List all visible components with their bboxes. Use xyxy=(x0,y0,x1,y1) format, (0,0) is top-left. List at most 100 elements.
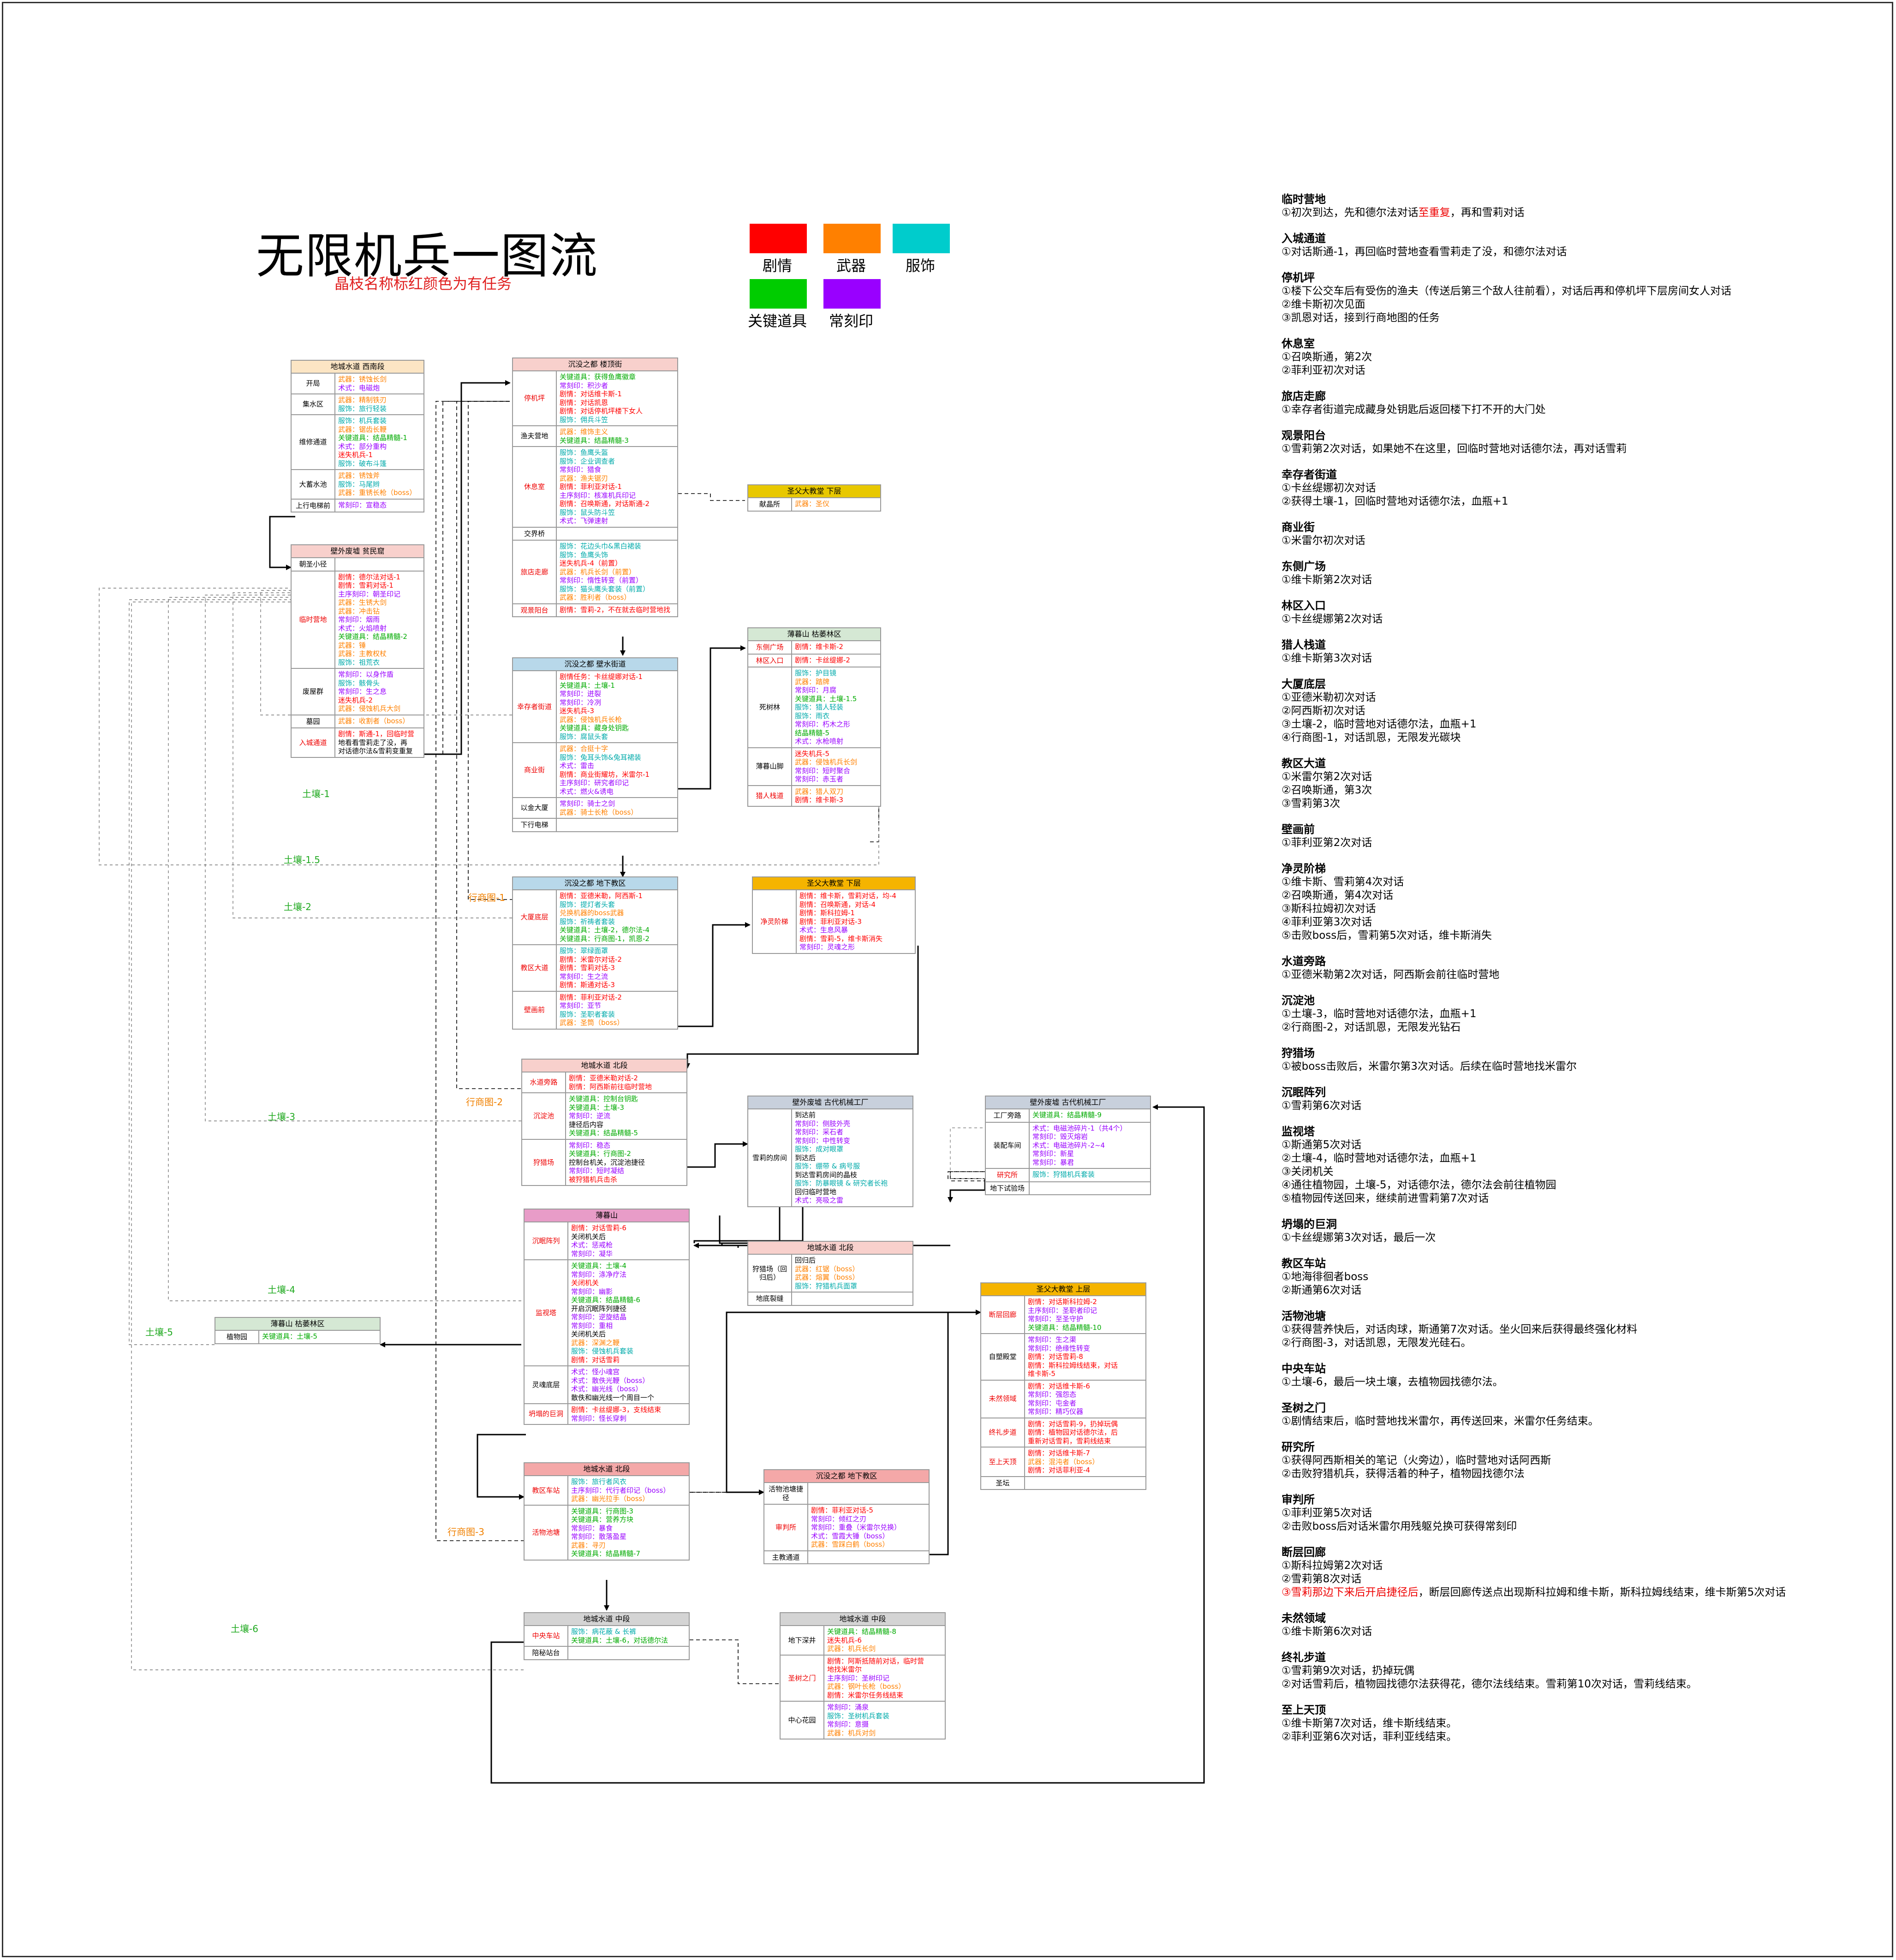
item-line: 常刻印：毁灭熔岩 xyxy=(1032,1132,1088,1141)
note-line: ②击败狩猎机兵，获得活着的种子，植物园找德尔法 xyxy=(1282,1467,1881,1481)
item-line: 服饰：绷带 & 病号服 xyxy=(795,1162,860,1170)
location-items: 武器：收割者（boss） xyxy=(335,715,423,728)
location-name: 朝圣小径 xyxy=(292,558,335,571)
item-line: 关键道具：结晶精髓-6 xyxy=(571,1296,640,1304)
note-line: ①获得营养快后，对话肉球，斯通第7次对话。坐火回来后获得最终强化材料 xyxy=(1282,1323,1881,1336)
item-line: 主序刻印：代行者印记（boss） xyxy=(571,1486,670,1495)
location-name: 未然领域 xyxy=(981,1380,1025,1418)
teleport-connector xyxy=(468,401,512,900)
item-line: 重新对话雪莉，雪莉线结束 xyxy=(1028,1436,1111,1445)
item-line: 常刻印：精巧仪器 xyxy=(1028,1407,1084,1416)
note-line: ①菲利亚第2次对话 xyxy=(1282,836,1881,850)
note-text: ①召唤斯通，第2次 xyxy=(1282,351,1372,363)
item-line: 关键道具：结晶精髓-10 xyxy=(1028,1323,1102,1332)
teleport-connector xyxy=(948,1171,987,1179)
note-line: ①楼下公交车后有受伤的渔夫（传送后第三个敌人往前看），对话后再和停机坪下层房间女… xyxy=(1282,285,1881,298)
location-name: 圣树之门 xyxy=(781,1655,824,1701)
location-row: 工厂旁路关键道具：结晶精髓-9 xyxy=(986,1109,1150,1123)
note-line: ②维卡斯初次见面 xyxy=(1282,298,1881,311)
item-line: 服饰：佣兵斗笠 xyxy=(560,415,608,424)
item-line: 关键道具：结晶精髓-7 xyxy=(571,1549,640,1558)
location-name: 净灵阶梯 xyxy=(753,890,797,953)
location-name: 东侧广场 xyxy=(748,641,792,654)
item-line: 常刻印：月腐 xyxy=(795,686,837,694)
note-line: ③雪莉那边下来后开启捷径后，断层回廊传送点出现斯科拉姆和维卡斯，斯科拉姆线结束，… xyxy=(1282,1586,1881,1599)
note-line: ①地海徘徊者boss xyxy=(1282,1270,1881,1284)
area-title: 壁外废墟 古代机械工厂 xyxy=(986,1096,1150,1109)
note-text: ①亚德米勒初次对话 xyxy=(1282,691,1376,703)
item-line: 散佚和幽光线一个周目一个 xyxy=(571,1393,655,1402)
flow-connector xyxy=(685,946,919,1069)
item-line: 剧情：斯通-1，回临时营 xyxy=(338,730,414,738)
item-line: 服饰：鱼鹰头饰 xyxy=(560,550,608,559)
item-line: 常刻印：凝华 xyxy=(571,1249,613,1258)
item-line: 结晶精髓-5 xyxy=(795,728,829,737)
item-line: 剧情：斯通对话-3 xyxy=(560,981,615,989)
item-line: 剧情：菲利亚对话-3 xyxy=(799,917,862,926)
item-line: 剧情：维卡斯，雪莉对话，均-4 xyxy=(799,892,896,900)
location-row: 陪秘站台 xyxy=(525,1647,689,1659)
item-line: 关键道具：行商图-3 xyxy=(571,1507,633,1515)
note-text: ③斯科拉姆初次对话 xyxy=(1282,903,1376,915)
note-title: 大厦底层 xyxy=(1282,678,1326,691)
location-items: 服饰：病花蔽 & 长裤关键道具：土壤-6，对话德尔法 xyxy=(568,1626,689,1646)
location-row: 地下试验场 xyxy=(986,1182,1150,1194)
item-line: 到达雪莉房间的晶枝 xyxy=(795,1170,858,1179)
note-title: 至上天顶 xyxy=(1282,1704,1326,1716)
item-line: 服饰：侵蚀机兵套装 xyxy=(571,1347,634,1355)
location-name: 教区车站 xyxy=(525,1476,568,1505)
item-line: 武器：合挺十字 xyxy=(560,745,608,753)
legend-label: 常刻印 xyxy=(829,312,873,330)
location-name: 狩猎场（回归后） xyxy=(748,1255,792,1292)
item-line: 常刻印：逆流 xyxy=(569,1112,611,1120)
location-row: 观景阳台剧情：雪莉-2，不在就去临时营地找 xyxy=(513,604,677,616)
item-line xyxy=(1028,1478,1143,1487)
location-name: 工厂旁路 xyxy=(986,1109,1030,1122)
location-row: 地底裂缝 xyxy=(748,1293,912,1305)
location-row: 主教通道 xyxy=(764,1551,929,1564)
location-items xyxy=(792,1293,912,1305)
location-name: 活物池塘捷径 xyxy=(764,1483,808,1504)
item-line: 常刻印：赤玉者 xyxy=(795,775,844,783)
location-row: 交界桥 xyxy=(513,527,677,541)
item-line: 武器：锤 xyxy=(338,641,366,649)
item-line: 迷失机兵-4（前置） xyxy=(560,559,622,567)
item-line: 剧情：雪莉-2，不在就去临时营地找 xyxy=(560,605,670,614)
note-line: ①亚德米勒初次对话 xyxy=(1282,691,1881,704)
note-text: ①米雷尔第2次对话 xyxy=(1282,771,1372,783)
location-items: 武器：锈蚀斧服饰：马尾辫武器：重锈长枪（boss） xyxy=(335,470,423,499)
location-items xyxy=(808,1551,929,1564)
area-box: 地城水道 北段教区车站服饰：旅行者风衣主序刻印：代行者印记（boss）武器：幽光… xyxy=(524,1462,690,1561)
item-line: 武器：混沌者（boss） xyxy=(1028,1457,1099,1466)
note-line: ①米雷尔初次对话 xyxy=(1282,534,1881,548)
note-title: 水道旁路 xyxy=(1282,955,1326,968)
area-title: 圣父大教堂 下层 xyxy=(748,485,880,498)
area-title: 地城水道 北段 xyxy=(522,1060,686,1072)
flow-connector xyxy=(477,1434,526,1500)
item-line: 剧情：米雷尔对话-2 xyxy=(560,955,622,964)
note-line: ①卡丝缇娜初次对话 xyxy=(1282,482,1881,495)
location-row: 教区车站服饰：旅行者风衣主序刻印：代行者印记（boss）武器：幽光拉手（boss… xyxy=(525,1476,689,1506)
item-line: 常刻印：骑士之剑 xyxy=(560,799,615,808)
note-text: ②行商图-2，对话凯恩，无限发光钻石 xyxy=(1282,1021,1461,1033)
note-title: 停机坪 xyxy=(1282,271,1315,284)
note-title: 商业街 xyxy=(1282,521,1315,534)
location-name: 断层回廊 xyxy=(981,1296,1025,1333)
item-line: 主序刻印：圣树印记 xyxy=(827,1674,890,1682)
note-text: ①维卡斯、雪莉第4次对话 xyxy=(1282,876,1404,888)
item-line xyxy=(811,1484,926,1493)
bridge-connector xyxy=(950,1127,987,1179)
